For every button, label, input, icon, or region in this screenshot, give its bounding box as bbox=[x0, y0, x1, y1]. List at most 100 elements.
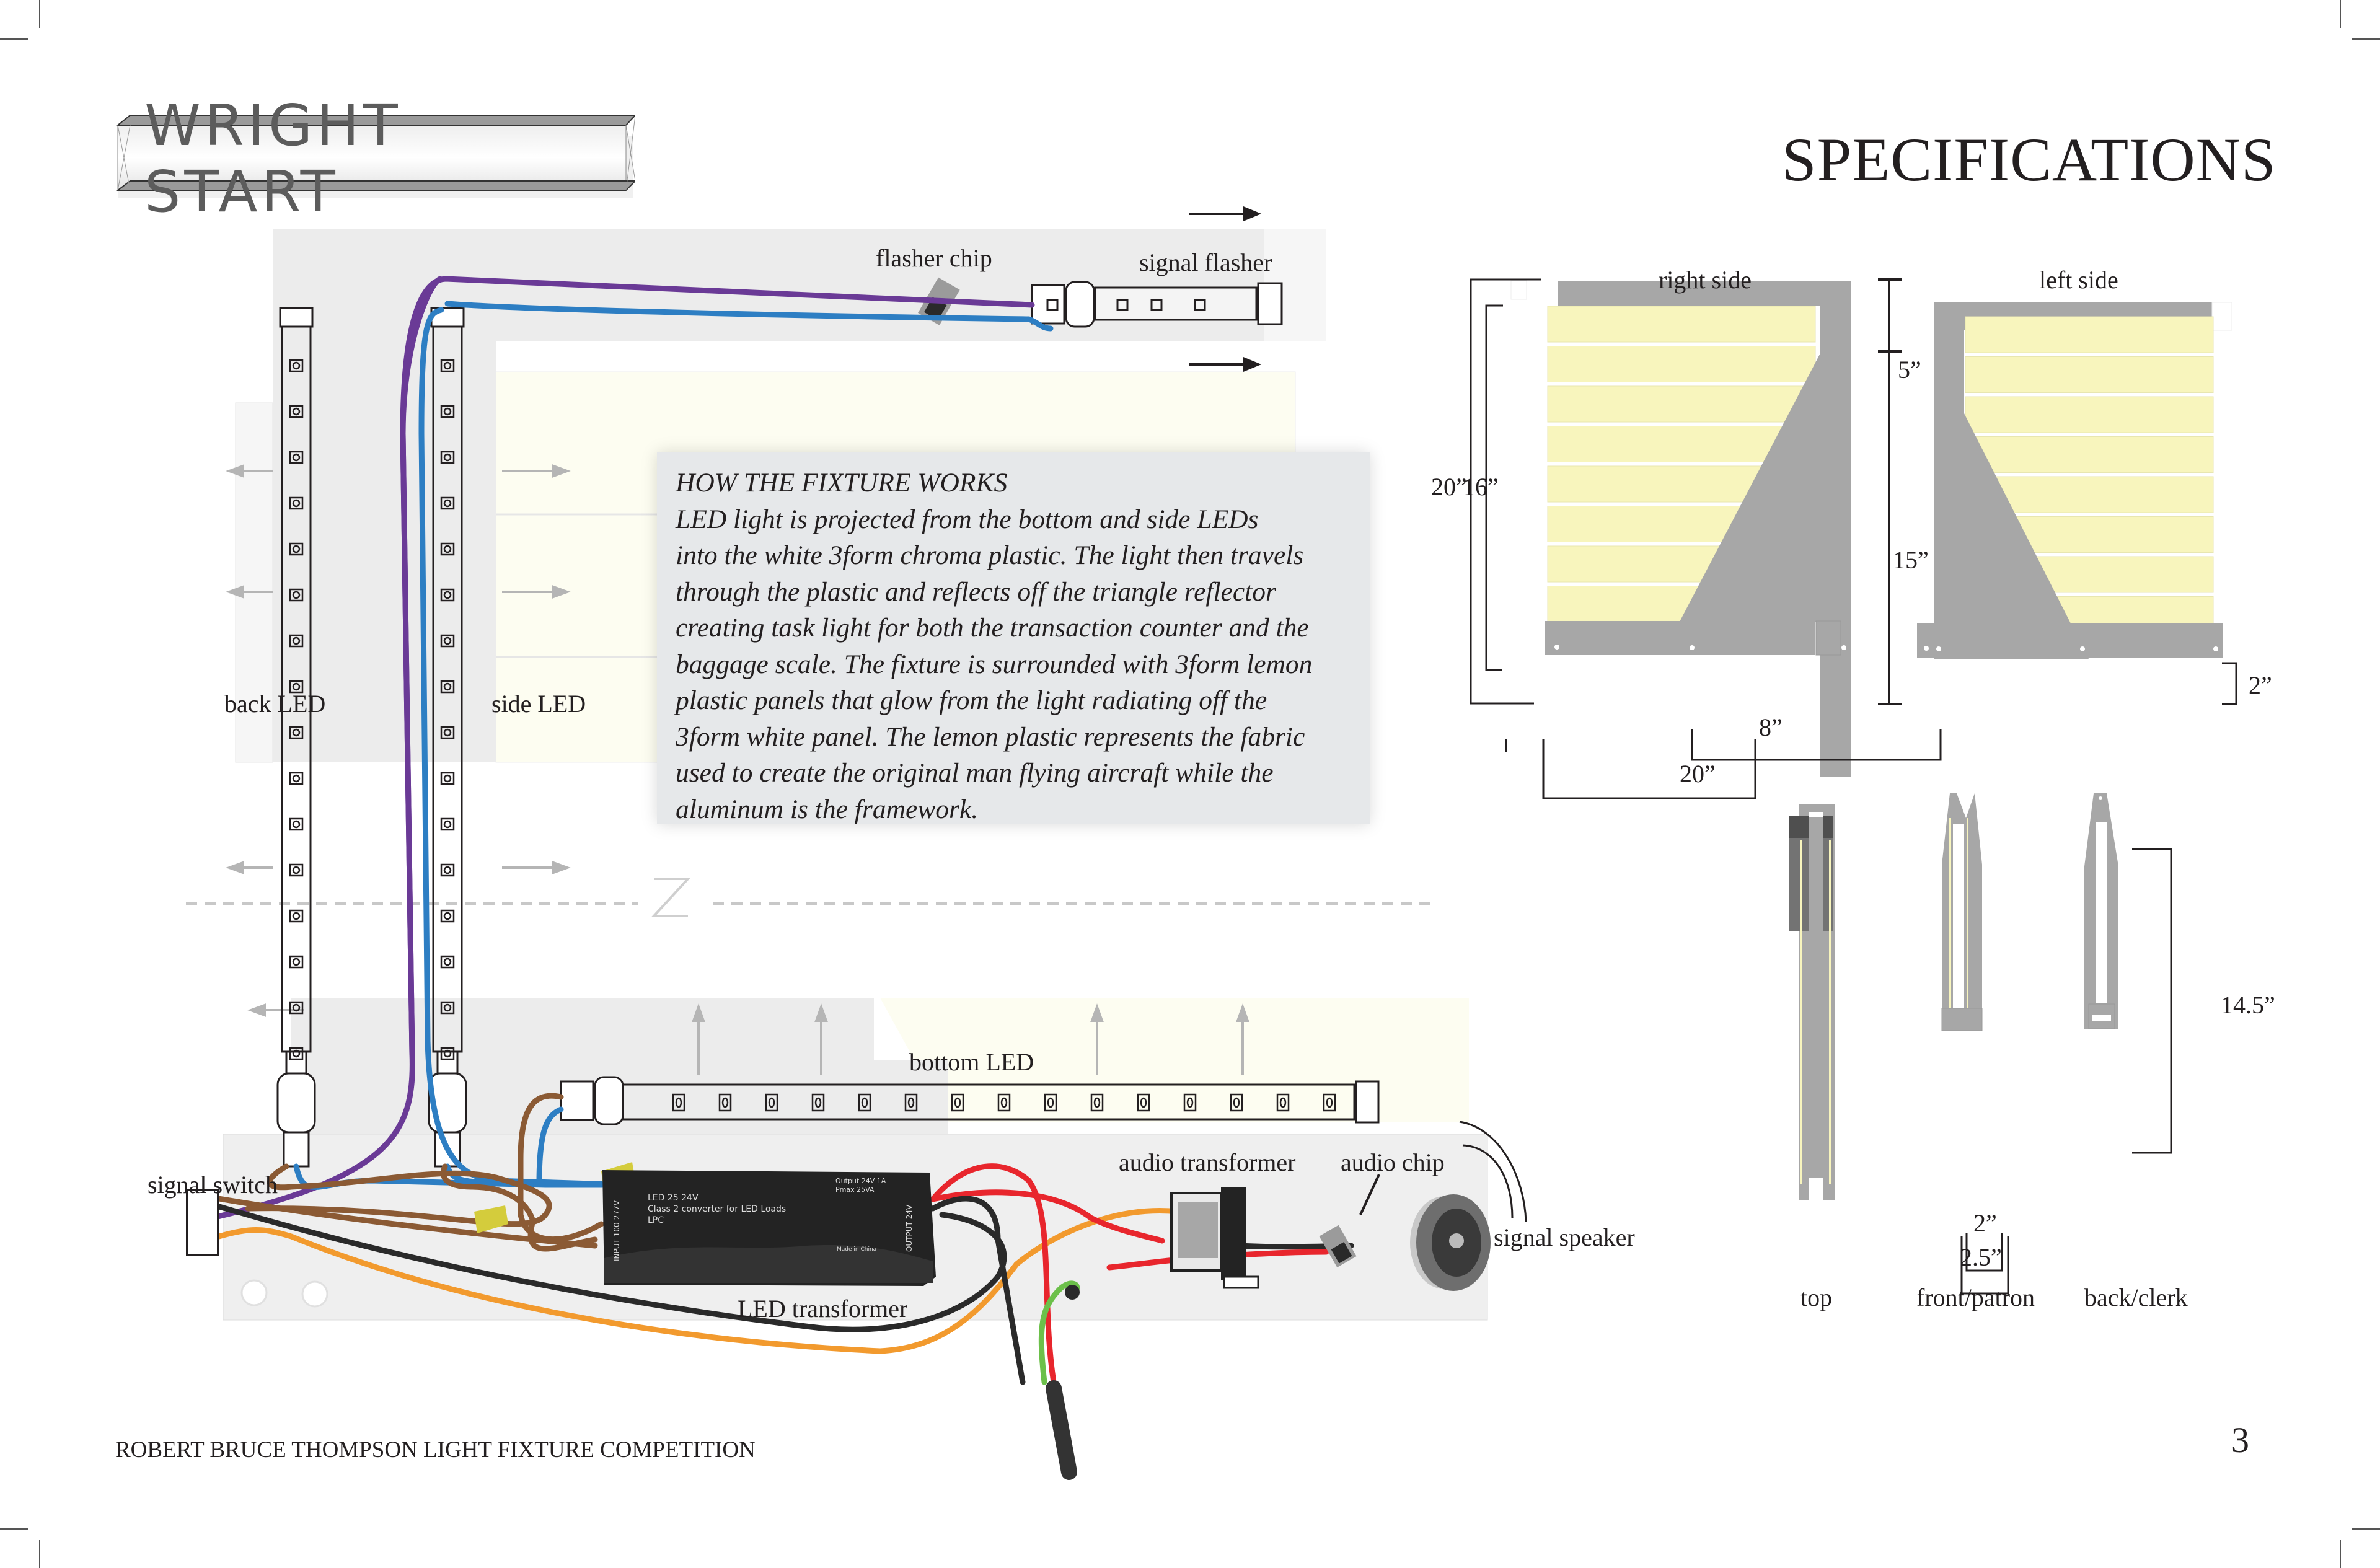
led-emitter bbox=[440, 1001, 455, 1015]
page-number: 3 bbox=[2231, 1420, 2249, 1460]
dimension-lines bbox=[1470, 278, 2237, 1295]
dim-panel-height: 16” bbox=[1463, 473, 1499, 501]
crop-mark bbox=[2352, 38, 2380, 40]
led-emitter-dot bbox=[292, 958, 301, 966]
led-emitter-dot bbox=[675, 1097, 682, 1108]
led-emitter-dot bbox=[292, 545, 301, 553]
ground-terminal bbox=[1065, 1285, 1080, 1300]
logo-bottom-bar bbox=[116, 180, 635, 191]
led-emitter bbox=[289, 542, 304, 556]
logo-text: WRIGHT START bbox=[144, 92, 398, 225]
led-emitter bbox=[440, 817, 455, 831]
label-audio-transformer: audio transformer bbox=[1119, 1148, 1296, 1176]
transformer-desc: Class 2 converter for LED Loads bbox=[648, 1204, 787, 1214]
led-emitter bbox=[1137, 1093, 1150, 1112]
led-emitter bbox=[440, 634, 455, 648]
led-emitter-dot bbox=[1093, 1097, 1101, 1108]
dim-view-height: 14.5” bbox=[2221, 991, 2275, 1019]
led-emitter bbox=[765, 1093, 778, 1112]
led-emitter bbox=[289, 588, 304, 602]
front-view bbox=[1941, 793, 1983, 1031]
dim-base-height: 2” bbox=[2249, 671, 2272, 699]
how-it-works-text: HOW THE FIXTURE WORKS LED light is proje… bbox=[676, 465, 1364, 827]
lemon-panel-strip bbox=[1547, 465, 1816, 503]
led-emitter-dot bbox=[443, 866, 452, 874]
led-emitter-dot bbox=[292, 453, 301, 462]
led-emitter-dot bbox=[443, 774, 452, 783]
led-emitter-dot bbox=[768, 1097, 775, 1108]
led-emitter-dot bbox=[443, 682, 452, 691]
how-line: into the white 3form chroma plastic. The… bbox=[676, 540, 1304, 570]
led-emitter bbox=[1044, 1093, 1057, 1112]
how-line: 3form white panel. The lemon plastic rep… bbox=[676, 721, 1305, 752]
led-emitter-dot bbox=[954, 1097, 961, 1108]
lemon-panel-strip bbox=[1965, 476, 2214, 513]
led-emitter-dot bbox=[292, 591, 301, 599]
led-emitter bbox=[951, 1093, 964, 1112]
led-emitter bbox=[904, 1093, 918, 1112]
crop-mark bbox=[0, 1528, 28, 1530]
dim-view-outer-width: 2.5” bbox=[1960, 1243, 2002, 1271]
led-emitter bbox=[289, 634, 304, 648]
how-line: aluminum is the framework. bbox=[676, 794, 979, 824]
flasher-chip bbox=[918, 277, 960, 325]
back-led-strip bbox=[276, 307, 316, 1168]
lemon-panel-strip bbox=[1965, 436, 2214, 473]
led-emitter bbox=[440, 955, 455, 969]
led-emitter-dot bbox=[443, 407, 452, 416]
audio-chip bbox=[1319, 1225, 1357, 1267]
led-emitter-dot bbox=[443, 912, 452, 920]
led-emitter-dot bbox=[443, 591, 452, 599]
how-line: baggage scale. The fixture is surrounded… bbox=[676, 649, 1313, 679]
led-emitter-dot bbox=[292, 820, 301, 829]
lemon-panel-strip bbox=[1547, 506, 1816, 542]
logo: WRIGHT START bbox=[115, 92, 635, 225]
led-emitter bbox=[1090, 1093, 1104, 1112]
lemon-panel-strip bbox=[1965, 596, 2214, 633]
how-line: plastic panels that glow from the light … bbox=[676, 685, 1267, 715]
back-view bbox=[2084, 793, 2118, 1029]
dim-view-inner-width: 2” bbox=[1973, 1209, 1997, 1237]
led-emitter bbox=[440, 863, 455, 877]
signal-flasher-strip bbox=[1031, 281, 1283, 328]
led-emitter-dot bbox=[1047, 1097, 1054, 1108]
label-signal-speaker: signal speaker bbox=[1494, 1223, 1635, 1251]
lemon-panel-strip bbox=[1965, 356, 2214, 393]
led-emitter bbox=[289, 496, 304, 510]
power-cord bbox=[1046, 1380, 1077, 1480]
led-emitter bbox=[440, 405, 455, 418]
led-emitter bbox=[1276, 1093, 1290, 1112]
lemon-panel-strip bbox=[1547, 346, 1816, 382]
label-right-side: right side bbox=[1659, 266, 1752, 294]
led-emitter-dot bbox=[443, 728, 452, 737]
led-emitter-dot bbox=[443, 1049, 452, 1058]
transformer-made-in: Made in China bbox=[837, 1246, 877, 1253]
led-emitter bbox=[440, 772, 455, 785]
how-line: through the plastic and reflects off the… bbox=[676, 576, 1276, 607]
wire-nut bbox=[474, 1205, 508, 1233]
how-line: creating task light for both the transac… bbox=[676, 613, 1309, 643]
led-emitter-dot bbox=[861, 1097, 868, 1108]
page-title: SPECIFICATIONS bbox=[1782, 125, 2276, 194]
how-line: used to create the original man flying a… bbox=[676, 758, 1274, 788]
lemon-panel-strip bbox=[1547, 586, 1816, 622]
dim-overall-height: 20” bbox=[1431, 473, 1467, 501]
logo-top-bar bbox=[116, 115, 635, 126]
led-emitter-dot bbox=[443, 361, 452, 370]
lemon-panel-strip bbox=[1965, 316, 2214, 353]
led-emitter-dot bbox=[443, 958, 452, 966]
led-emitter-dot bbox=[1233, 1097, 1240, 1108]
led-emitter-dot bbox=[443, 1003, 452, 1012]
led-emitter-dot bbox=[292, 1003, 301, 1012]
led-emitter-dot bbox=[443, 545, 452, 553]
dim-top-section: 5” bbox=[1898, 356, 1921, 384]
led-emitter-dot bbox=[1279, 1097, 1287, 1108]
z-break-symbol bbox=[651, 878, 691, 917]
signal-switch bbox=[186, 1189, 219, 1256]
how-line: LED light is projected from the bottom a… bbox=[676, 504, 1259, 534]
lemon-panel-strip bbox=[1547, 426, 1816, 462]
how-it-works-box: HOW THE FIXTURE WORKS LED light is proje… bbox=[657, 452, 1370, 824]
label-side-led: side LED bbox=[491, 690, 586, 718]
led-emitter bbox=[289, 1047, 304, 1060]
dim-lower-section: 15” bbox=[1893, 546, 1929, 574]
